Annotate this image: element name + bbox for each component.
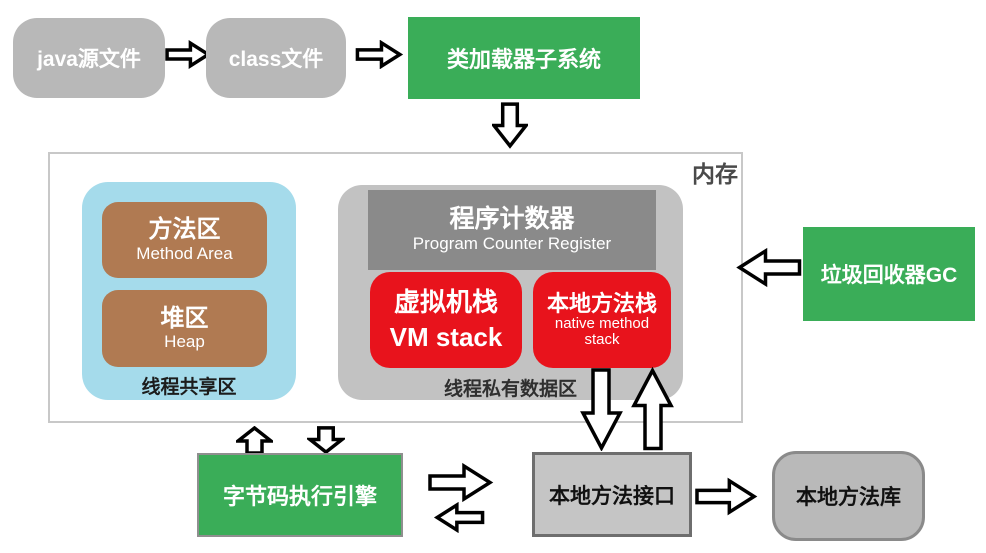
bytecode-execution-engine-box: 字节码执行引擎 [197,453,403,537]
arrow-right-icon [427,462,494,503]
arrow-down-icon [307,426,345,454]
arrow-down-icon [492,102,528,149]
thread-private-area-label: 线程私有数据区 [443,379,577,400]
garbage-collector-box: 垃圾回收器GC [803,227,975,321]
class-loader-subsystem-label: 类加载器子系统 [446,47,601,72]
java-source-file-box: java源文件 [13,18,165,98]
pc-label-zh: 程序计数器 [449,205,575,234]
class-loader-subsystem-box: 类加载器子系统 [408,17,640,99]
native-method-library-box: 本地方法库 [772,451,925,541]
program-counter-register-box: 程序计数器 Program Counter Register [368,190,656,270]
vm-stack-box: 虚拟机栈 VM stack [370,272,522,368]
arrow-up-icon [631,366,674,452]
memory-label: 内存 [692,161,738,187]
native-method-stack-label-en1: native method [554,315,650,333]
method-area-label-zh: 方法区 [148,216,221,243]
heap-label-zh: 堆区 [160,304,209,332]
class-file-label: class文件 [228,48,324,71]
arrow-up-icon [236,426,273,455]
native-method-interface-label: 本地方法接口 [549,484,675,508]
class-file-box: class文件 [206,18,346,98]
garbage-collector-label: 垃圾回收器GC [820,264,958,287]
native-method-interface-box: 本地方法接口 [532,452,692,537]
heap-label-en: Heap [164,332,205,352]
native-method-stack-label-en2: stack [584,331,620,349]
arrow-right-icon [354,40,404,69]
bytecode-execution-engine-label: 字节码执行引擎 [222,484,377,509]
arrow-left-icon [735,247,803,288]
thread-shared-area-label: 线程共享区 [141,377,237,398]
arrow-right-icon [693,477,759,516]
vm-stack-label-zh: 虚拟机栈 [393,286,498,317]
method-area-label-en: Method Area [136,243,233,263]
native-method-stack-box: 本地方法栈 native method stack [533,272,671,368]
arrow-left-icon [423,502,496,533]
method-area-box: 方法区 Method Area [102,202,267,278]
arrow-right-icon [165,40,211,69]
arrow-down-icon [580,368,623,451]
heap-box: 堆区 Heap [102,290,267,367]
pc-label-en: Program Counter Register [412,234,612,254]
java-source-file-label: java源文件 [37,48,141,71]
vm-stack-label-en: VM stack [389,322,503,352]
native-method-stack-label-zh: 本地方法栈 [546,291,657,317]
native-method-library-label: 本地方法库 [796,486,901,509]
